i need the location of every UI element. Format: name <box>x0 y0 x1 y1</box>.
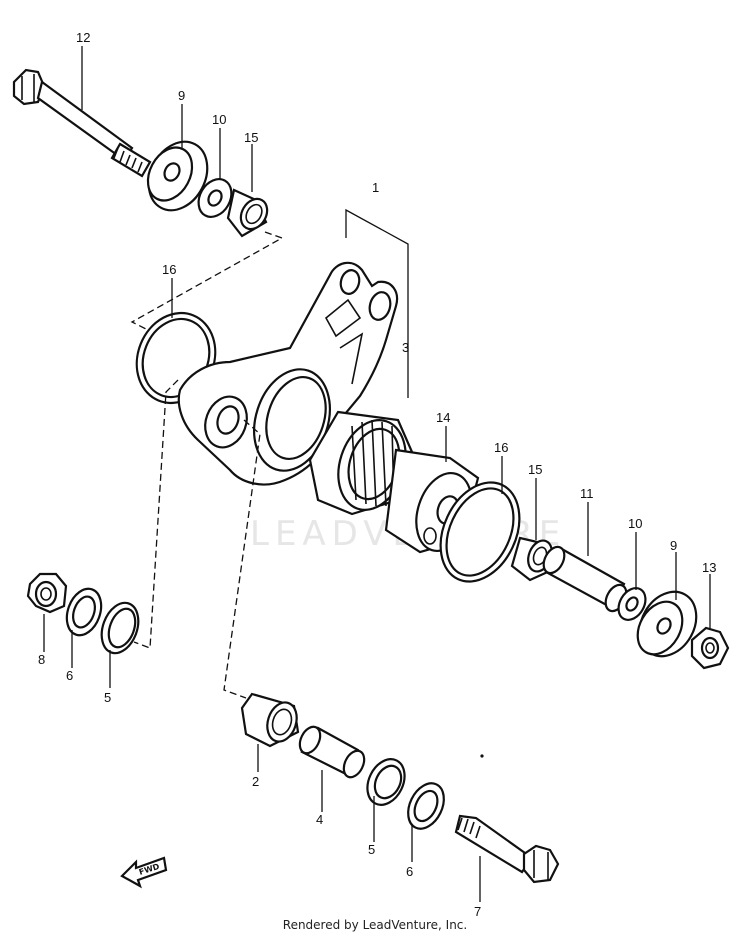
callout-12: 12 <box>76 30 90 45</box>
seal-5-lower <box>366 758 406 806</box>
bearing-15-top <box>226 188 269 238</box>
assembly-line-center <box>223 419 261 699</box>
callout-10-top: 10 <box>212 112 226 127</box>
callout-7: 7 <box>474 904 481 919</box>
cushion-lever-1 <box>177 261 399 486</box>
assembly-line-left <box>133 379 179 649</box>
callout-3: 3 <box>402 340 409 355</box>
callout-16-left: 16 <box>162 262 176 277</box>
callout-13: 13 <box>702 560 716 575</box>
callout-10-right: 10 <box>628 516 642 531</box>
bearing-2 <box>240 692 300 748</box>
washer-10-top <box>197 178 233 218</box>
washer-10-right <box>617 587 647 621</box>
callout-14: 14 <box>436 410 450 425</box>
nut-13 <box>690 626 730 670</box>
collar-11 <box>542 545 628 613</box>
footer-credit: Rendered by LeadVenture, Inc. <box>282 918 468 932</box>
callout-6-left: 6 <box>66 668 73 683</box>
callout-numbers: 12 9 10 15 1 16 3 14 16 15 11 10 9 13 8 … <box>38 30 716 919</box>
seal-5-left <box>100 601 140 655</box>
callout-9-top: 9 <box>178 88 185 103</box>
stray-dot <box>480 754 484 758</box>
washer-9-top <box>146 140 209 212</box>
callout-2: 2 <box>252 774 259 789</box>
callout-5-lower: 5 <box>368 842 375 857</box>
callout-16-right: 16 <box>494 440 508 455</box>
leader-lines <box>43 46 711 902</box>
callout-11: 11 <box>580 486 594 501</box>
washer-9-right <box>636 590 698 658</box>
callout-8: 8 <box>38 652 45 667</box>
callout-6-lower: 6 <box>406 864 413 879</box>
callout-15-top: 15 <box>244 130 258 145</box>
assembly-line-top <box>130 231 284 331</box>
callout-5-left: 5 <box>104 690 111 705</box>
callout-4: 4 <box>316 812 323 827</box>
bolt-7 <box>454 814 560 884</box>
callout-9-right: 9 <box>670 538 677 553</box>
callout-15-right: 15 <box>528 462 542 477</box>
fwd-arrow-icon: FWD <box>120 856 168 889</box>
bearing-3 <box>308 410 414 516</box>
washer-6-lower <box>407 782 445 830</box>
washer-6-left <box>65 587 103 637</box>
nut-8 <box>26 572 68 614</box>
bolt-12 <box>12 68 152 178</box>
spacer-4 <box>298 725 366 779</box>
callout-1: 1 <box>372 180 379 195</box>
